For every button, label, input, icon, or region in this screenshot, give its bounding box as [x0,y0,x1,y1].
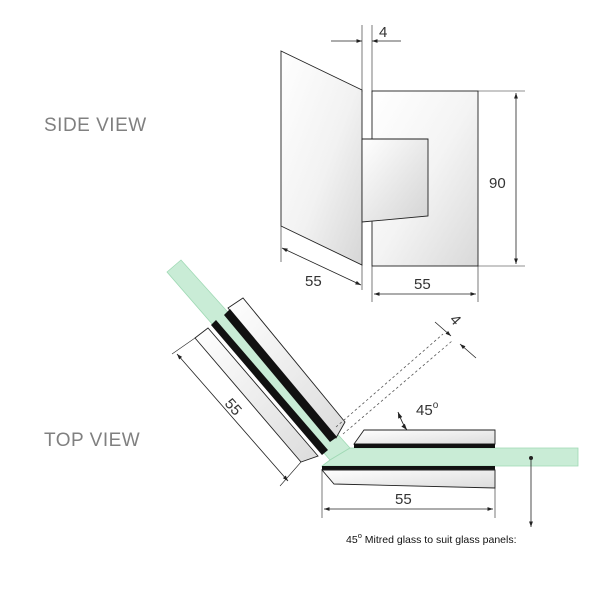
axis-dashed-line-a [335,333,444,428]
side-view: 4 90 55 55 [280,24,525,302]
top-angle-dimension: 45o [416,400,439,419]
straight-upper-plate [353,429,496,445]
al-ext-a [171,337,196,355]
left-width-arrow [281,247,362,286]
top-left-length-dimension: 55 [221,395,245,419]
straight-glass-panel [320,447,579,467]
al-ext-b [279,461,302,487]
angled-length-arrow [176,353,289,482]
top-gap-arrow-a [434,321,452,337]
straight-gasket-upper [354,444,495,448]
top-view: 4 45o 55 55 [166,259,579,527]
angle-arc [397,411,408,431]
side-view-label: SIDE VIEW [44,115,147,136]
side-left-width-dimension: 55 [305,273,322,290]
angled-outer-plate [227,297,346,439]
side-gap-dimension: 4 [379,24,387,41]
straight-lower-plate [321,469,496,489]
top-right-length-dimension: 55 [395,491,412,508]
mitred-glass-note: 45o Mitred glass to suit glass panels: [346,531,517,546]
top-gap-arrow-b [459,343,477,359]
side-center-block [361,138,429,223]
top-view-label: TOP VIEW [44,430,140,451]
top-gap-dimension: 4 [446,311,464,329]
side-left-panel [280,50,363,266]
side-right-width-dimension: 55 [414,276,431,293]
side-height-dimension: 90 [489,175,506,192]
axis-dashed-line-b [342,340,453,435]
straight-gasket-lower [322,466,495,470]
